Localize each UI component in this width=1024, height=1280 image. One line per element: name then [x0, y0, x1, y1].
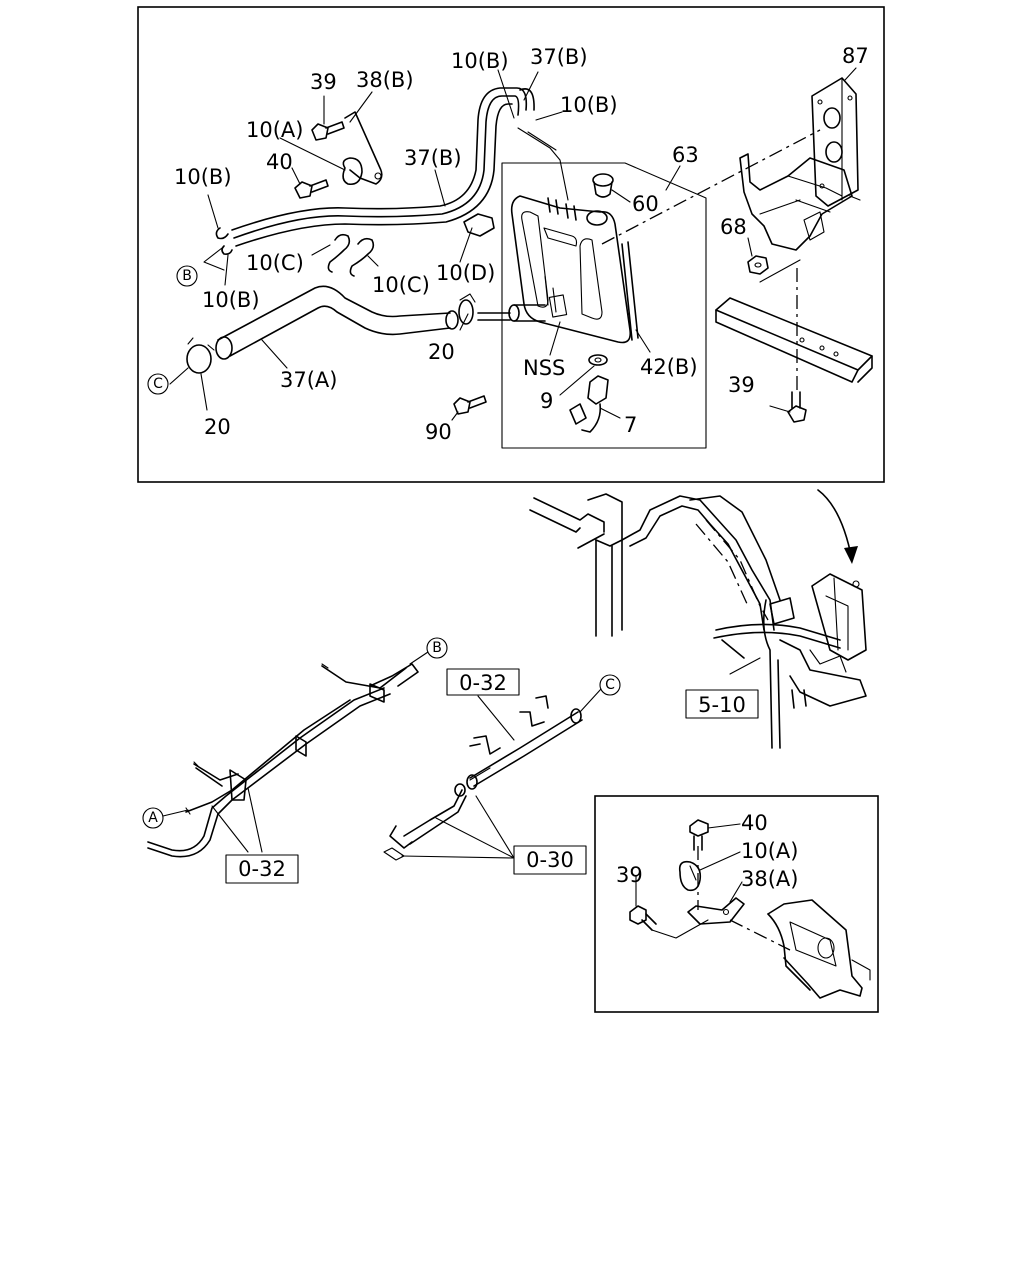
svg-text:0-32: 0-32: [459, 671, 507, 695]
svg-text:5-10: 5-10: [698, 693, 746, 717]
bolt-40-top: [294, 179, 329, 199]
svg-text:B: B: [432, 640, 442, 656]
clamp-20-lower: [186, 337, 215, 374]
tank-group-outline: [501, 162, 707, 449]
assembly-lines-top: [203, 129, 821, 390]
detail-label-40: 40: [741, 811, 768, 835]
circle-c-top: C: [147, 373, 169, 395]
label-20-mid: 20: [428, 340, 455, 364]
svg-text:A: A: [148, 810, 158, 826]
detail-bracket-38a: [687, 897, 745, 925]
label-37b-mid: 37(B): [404, 146, 462, 170]
coolant-tank: [510, 195, 632, 344]
hose-assembly-left: [147, 663, 419, 858]
label-10d: 10(D): [436, 261, 495, 285]
detail-frame: [594, 795, 879, 1013]
label-90: 90: [425, 420, 452, 444]
tank-outlet-pipe: [477, 304, 546, 322]
label-10b-left: 10(B): [174, 165, 232, 189]
nut-68: [747, 255, 769, 275]
label-10a-top: 10(A): [246, 118, 303, 142]
clamp-20-mid: [458, 293, 476, 325]
detail-label-10a: 10(A): [741, 839, 798, 863]
circle-b-mid: B: [426, 637, 448, 659]
label-20-low: 20: [204, 415, 231, 439]
circle-a-mid: A: [142, 807, 164, 829]
fitting-10d: [463, 213, 495, 237]
support-bracket: [739, 153, 861, 251]
sensor-7: [569, 375, 609, 433]
detail-frame-rail: [767, 899, 871, 999]
detail-clamp-10a: [678, 860, 702, 892]
label-38b: 38(B): [356, 68, 414, 92]
pipe-42b: [621, 241, 639, 341]
callout-leaders-mid: [162, 651, 602, 817]
cap-60: [592, 173, 614, 198]
label-10b-right: 10(B): [560, 93, 618, 117]
label-40-top: 40: [266, 150, 293, 174]
washer-9: [588, 354, 608, 366]
leader-lines-top: [169, 67, 857, 421]
detail-label-38a: 38(A): [741, 867, 798, 891]
main-diagram-frame: [137, 6, 885, 483]
label-10c-1: 10(C): [246, 251, 304, 275]
label-68: 68: [720, 215, 747, 239]
ref-box-0-30: 0-30: [401, 795, 587, 875]
label-10b-low: 10(B): [202, 288, 260, 312]
ref-box-0-32-low: 0-32: [211, 787, 299, 884]
label-7: 7: [624, 413, 637, 437]
ref-box-0-32-top: 0-32: [446, 668, 520, 741]
label-10b-top: 10(B): [451, 49, 509, 73]
detail-leader-lines: [635, 823, 791, 951]
detail-label-39: 39: [616, 863, 643, 887]
circle-b-top: B: [176, 265, 198, 287]
label-10c-2: 10(C): [372, 273, 430, 297]
label-39-top: 39: [310, 70, 337, 94]
detail-bolt-39: [629, 905, 657, 931]
svg-text:B: B: [182, 268, 192, 284]
label-37a: 37(A): [280, 368, 337, 392]
bracket-87: [811, 77, 859, 207]
clamp-10c: [327, 233, 375, 277]
detail-bolt-40: [689, 819, 709, 851]
svg-text:C: C: [153, 376, 163, 392]
label-39-right: 39: [728, 373, 755, 397]
hose-37a: [215, 285, 459, 360]
hose-assembly-right: [383, 695, 583, 861]
bolt-39-right: [787, 391, 807, 423]
svg-text:C: C: [605, 677, 615, 693]
ref-box-5-10: 5-10: [685, 689, 759, 719]
circle-c-mid: C: [599, 674, 621, 696]
hose-37b: [231, 87, 535, 247]
label-37b-top: 37(B): [530, 45, 588, 69]
cab-frame-view: [529, 489, 867, 749]
frame-rail: [715, 297, 873, 383]
label-63: 63: [672, 143, 699, 167]
bolt-39-top: [311, 121, 345, 141]
label-nss: NSS: [523, 356, 565, 380]
label-87: 87: [842, 44, 869, 68]
label-42b: 42(B): [640, 355, 698, 379]
label-60: 60: [632, 192, 659, 216]
label-9: 9: [540, 389, 553, 413]
bolt-90: [453, 395, 487, 415]
tank-top-fittings: [517, 127, 577, 221]
svg-text:0-32: 0-32: [238, 857, 286, 881]
bracket-38b: [344, 111, 383, 185]
clamp-10a-top: [342, 157, 363, 186]
svg-text:0-30: 0-30: [526, 848, 574, 872]
